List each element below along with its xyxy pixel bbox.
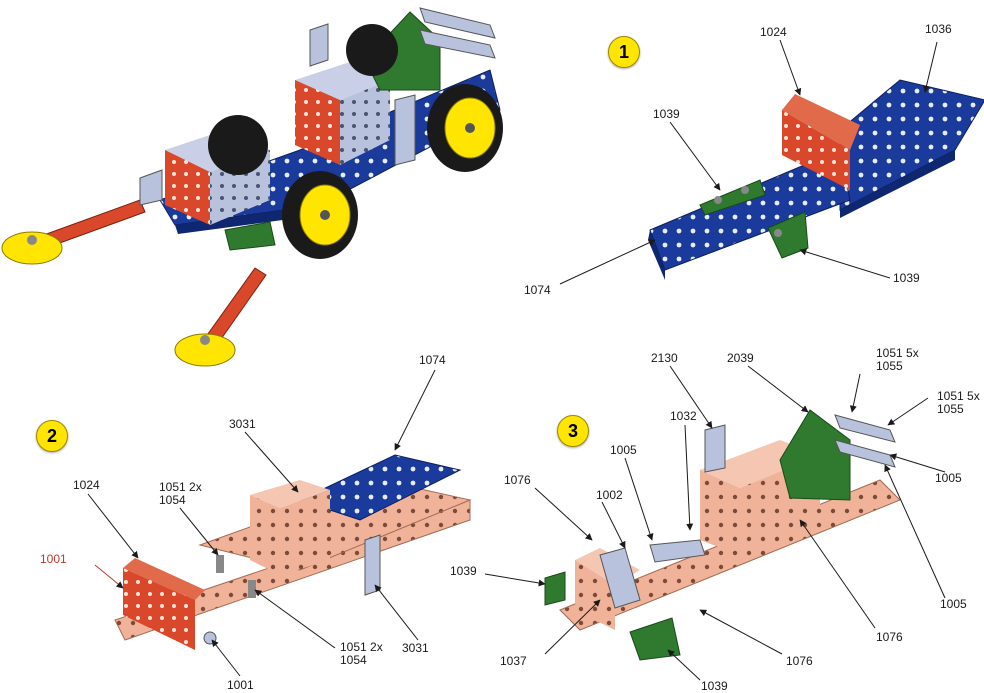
completed-vehicle-model [1, 7, 503, 367]
s3-label-1051-5x-top: 1051 5x 1055 [876, 346, 919, 373]
s2-label-1051-2x-top: 1051 2x 1054 [159, 480, 202, 507]
s2-label-1001-red: 1001 [40, 552, 67, 566]
s3-label-1005-right: 1005 [935, 471, 962, 485]
s3-label-1005-bottom: 1005 [940, 597, 967, 611]
top-bracket [309, 23, 329, 67]
rear-right-wheel [427, 84, 503, 172]
step1-plate-1036 [839, 79, 984, 211]
step2-bracket-1024-top [123, 558, 205, 600]
step1-badge: 1 [608, 36, 640, 68]
step1-bracket-1039 [767, 211, 809, 259]
step1-plate-1074 [649, 149, 851, 271]
rear-left-wheel [346, 24, 398, 76]
front-block-front [165, 150, 210, 225]
s3-label-1039-bottom: 1039 [701, 679, 728, 693]
step3-crank-1037 [599, 547, 641, 609]
s3-label-1051-5x-right: 1051 5x 1055 [937, 389, 980, 416]
step2-block-side [280, 490, 330, 575]
step2-blue-plate-1074 [298, 454, 462, 521]
s3-label-1032: 1032 [670, 409, 697, 423]
rear-block-front [295, 80, 340, 165]
top-strip-a [419, 7, 496, 39]
s2-label-1024: 1024 [73, 478, 100, 492]
step1-illustration [648, 79, 984, 280]
s2-label-1051-2x-bottom: 1051 2x 1054 [340, 640, 383, 667]
rear-block-side [340, 80, 390, 165]
step2-bracket-3031 [364, 534, 381, 596]
leader-lines [87, 39, 946, 681]
step3-illustration [544, 409, 901, 661]
s1-label-1036: 1036 [925, 22, 952, 36]
step2-bolt-b [248, 580, 256, 598]
step3-bracket-2130 [704, 424, 726, 473]
right-foot-disc [174, 333, 236, 367]
step3-panel-2039 [779, 409, 851, 501]
s3-label-2130: 2130 [651, 351, 678, 365]
step2-illustration [114, 454, 472, 650]
step2-block-front [250, 495, 280, 575]
s1-label-1039-top: 1039 [653, 107, 680, 121]
step2-bracket-1024 [123, 568, 195, 650]
s2-label-3031-top: 3031 [229, 417, 256, 431]
step3-bracket-1039-left [544, 571, 566, 606]
step1-bracket-1024 [782, 110, 850, 190]
s3-label-1076-right: 1076 [876, 630, 903, 644]
step2-block-top [250, 480, 330, 508]
step3-strip-1005 [649, 539, 706, 563]
step3-bracket-1039-bottom [629, 617, 681, 661]
s2-label-1001: 1001 [227, 678, 254, 692]
step3-front-block [575, 560, 615, 630]
side-bracket [394, 94, 416, 166]
s1-label-1039-bottom: 1039 [893, 271, 920, 285]
step1-plate-1036-edge [840, 150, 955, 218]
s2-label-1074: 1074 [419, 353, 446, 367]
step1-bracket-1024-top [782, 94, 860, 150]
s3-label-1005-top: 1005 [610, 443, 637, 457]
s3-label-2039: 2039 [727, 351, 754, 365]
s3-label-1037: 1037 [500, 654, 527, 668]
step2-badge: 2 [36, 420, 68, 452]
left-bracket [139, 169, 163, 206]
top-strip-b [419, 29, 496, 59]
left-foot-disc [1, 231, 63, 265]
s1-label-1024: 1024 [760, 25, 787, 39]
step3-strip-1051-a [834, 414, 896, 443]
step2-bolt-a [216, 555, 224, 573]
s1-label-1074: 1074 [524, 283, 551, 297]
s3-label-1076-top: 1076 [504, 473, 531, 487]
s3-label-1076-bottom: 1076 [786, 654, 813, 668]
step3-block-front [700, 470, 740, 555]
step3-badge: 3 [557, 415, 589, 447]
s2-label-3031-bottom: 3031 [402, 641, 429, 655]
step3-strip-1051-b [834, 439, 896, 468]
front-right-wheel [282, 171, 358, 259]
s3-label-1002: 1002 [596, 488, 623, 502]
front-green-bracket [224, 221, 276, 251]
s3-label-1039-left: 1039 [450, 564, 477, 578]
front-left-wheel [208, 115, 268, 175]
